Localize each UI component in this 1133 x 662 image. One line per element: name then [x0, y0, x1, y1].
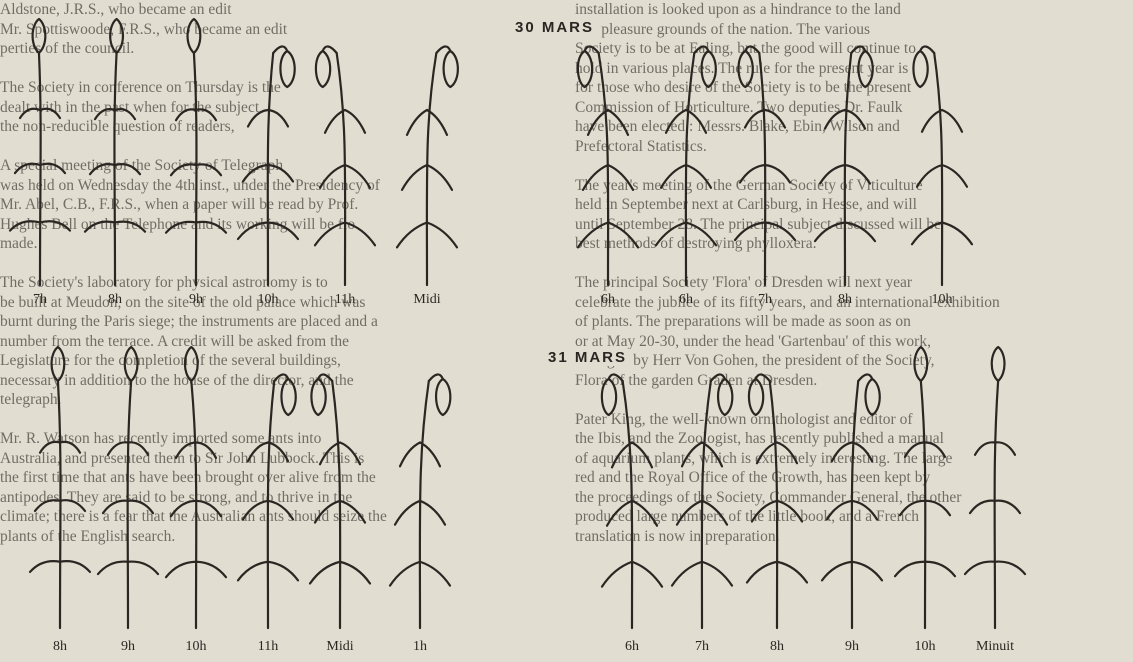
plant-drawing [390, 374, 450, 628]
plant-drawing [315, 46, 375, 285]
plant-drawing [238, 46, 298, 285]
plant-drawing [965, 347, 1025, 628]
row-top-plants: 7h 8h 9h 10h 11h Midi 6h 6h 7h 8h 10h [10, 19, 972, 307]
time-label: 7h [33, 292, 47, 307]
time-label: 9h [189, 292, 203, 307]
plant-drawing [815, 46, 875, 285]
time-label: 7h [758, 292, 772, 307]
time-label: 1h [413, 639, 427, 654]
time-label: Midi [326, 639, 353, 654]
plant-drawing [895, 347, 955, 628]
plant-drawing [310, 374, 370, 628]
plant-drawing [166, 19, 226, 285]
plant-drawing [602, 374, 662, 628]
plant-drawing [10, 19, 70, 285]
date-title-30-mars: 30 MARS [511, 19, 598, 36]
time-label: Minuit [976, 639, 1014, 654]
time-label: 8h [770, 639, 784, 654]
time-label: 11h [335, 292, 355, 307]
time-label: 6h [601, 292, 615, 307]
plant-drawing [735, 46, 795, 285]
date-title-31-mars: 31 MARS [544, 349, 631, 366]
time-label: 6h [625, 639, 639, 654]
time-label: 10h [258, 292, 279, 307]
plant-drawing [238, 374, 298, 628]
row-bottom-plants: 8h 9h 10h 11h Midi 1h 6h 7h 8h 9h 10h Minuit [30, 347, 1025, 654]
plant-drawing [98, 347, 158, 628]
time-label: 8h [53, 639, 67, 654]
plant-drawing [672, 374, 732, 628]
time-label: 10h [915, 639, 936, 654]
plant-drawing [578, 46, 638, 285]
plant-drawing [85, 19, 145, 285]
plant-drawing [747, 374, 807, 628]
time-label: 8h [838, 292, 852, 307]
time-label: 8h [108, 292, 122, 307]
plant-drawing [912, 46, 972, 285]
plant-drawing [30, 347, 90, 628]
time-label: Midi [413, 292, 440, 307]
time-label: 6h [679, 292, 693, 307]
plant-drawing [397, 46, 458, 285]
time-label: 10h [186, 639, 207, 654]
plant-drawing [166, 347, 226, 628]
plant-drawing [822, 374, 882, 628]
time-label: 10h [932, 292, 953, 307]
time-label: 7h [695, 639, 709, 654]
time-label: 11h [258, 639, 278, 654]
time-label: 9h [845, 639, 859, 654]
plant-drawing [656, 46, 716, 285]
time-label: 9h [121, 639, 135, 654]
